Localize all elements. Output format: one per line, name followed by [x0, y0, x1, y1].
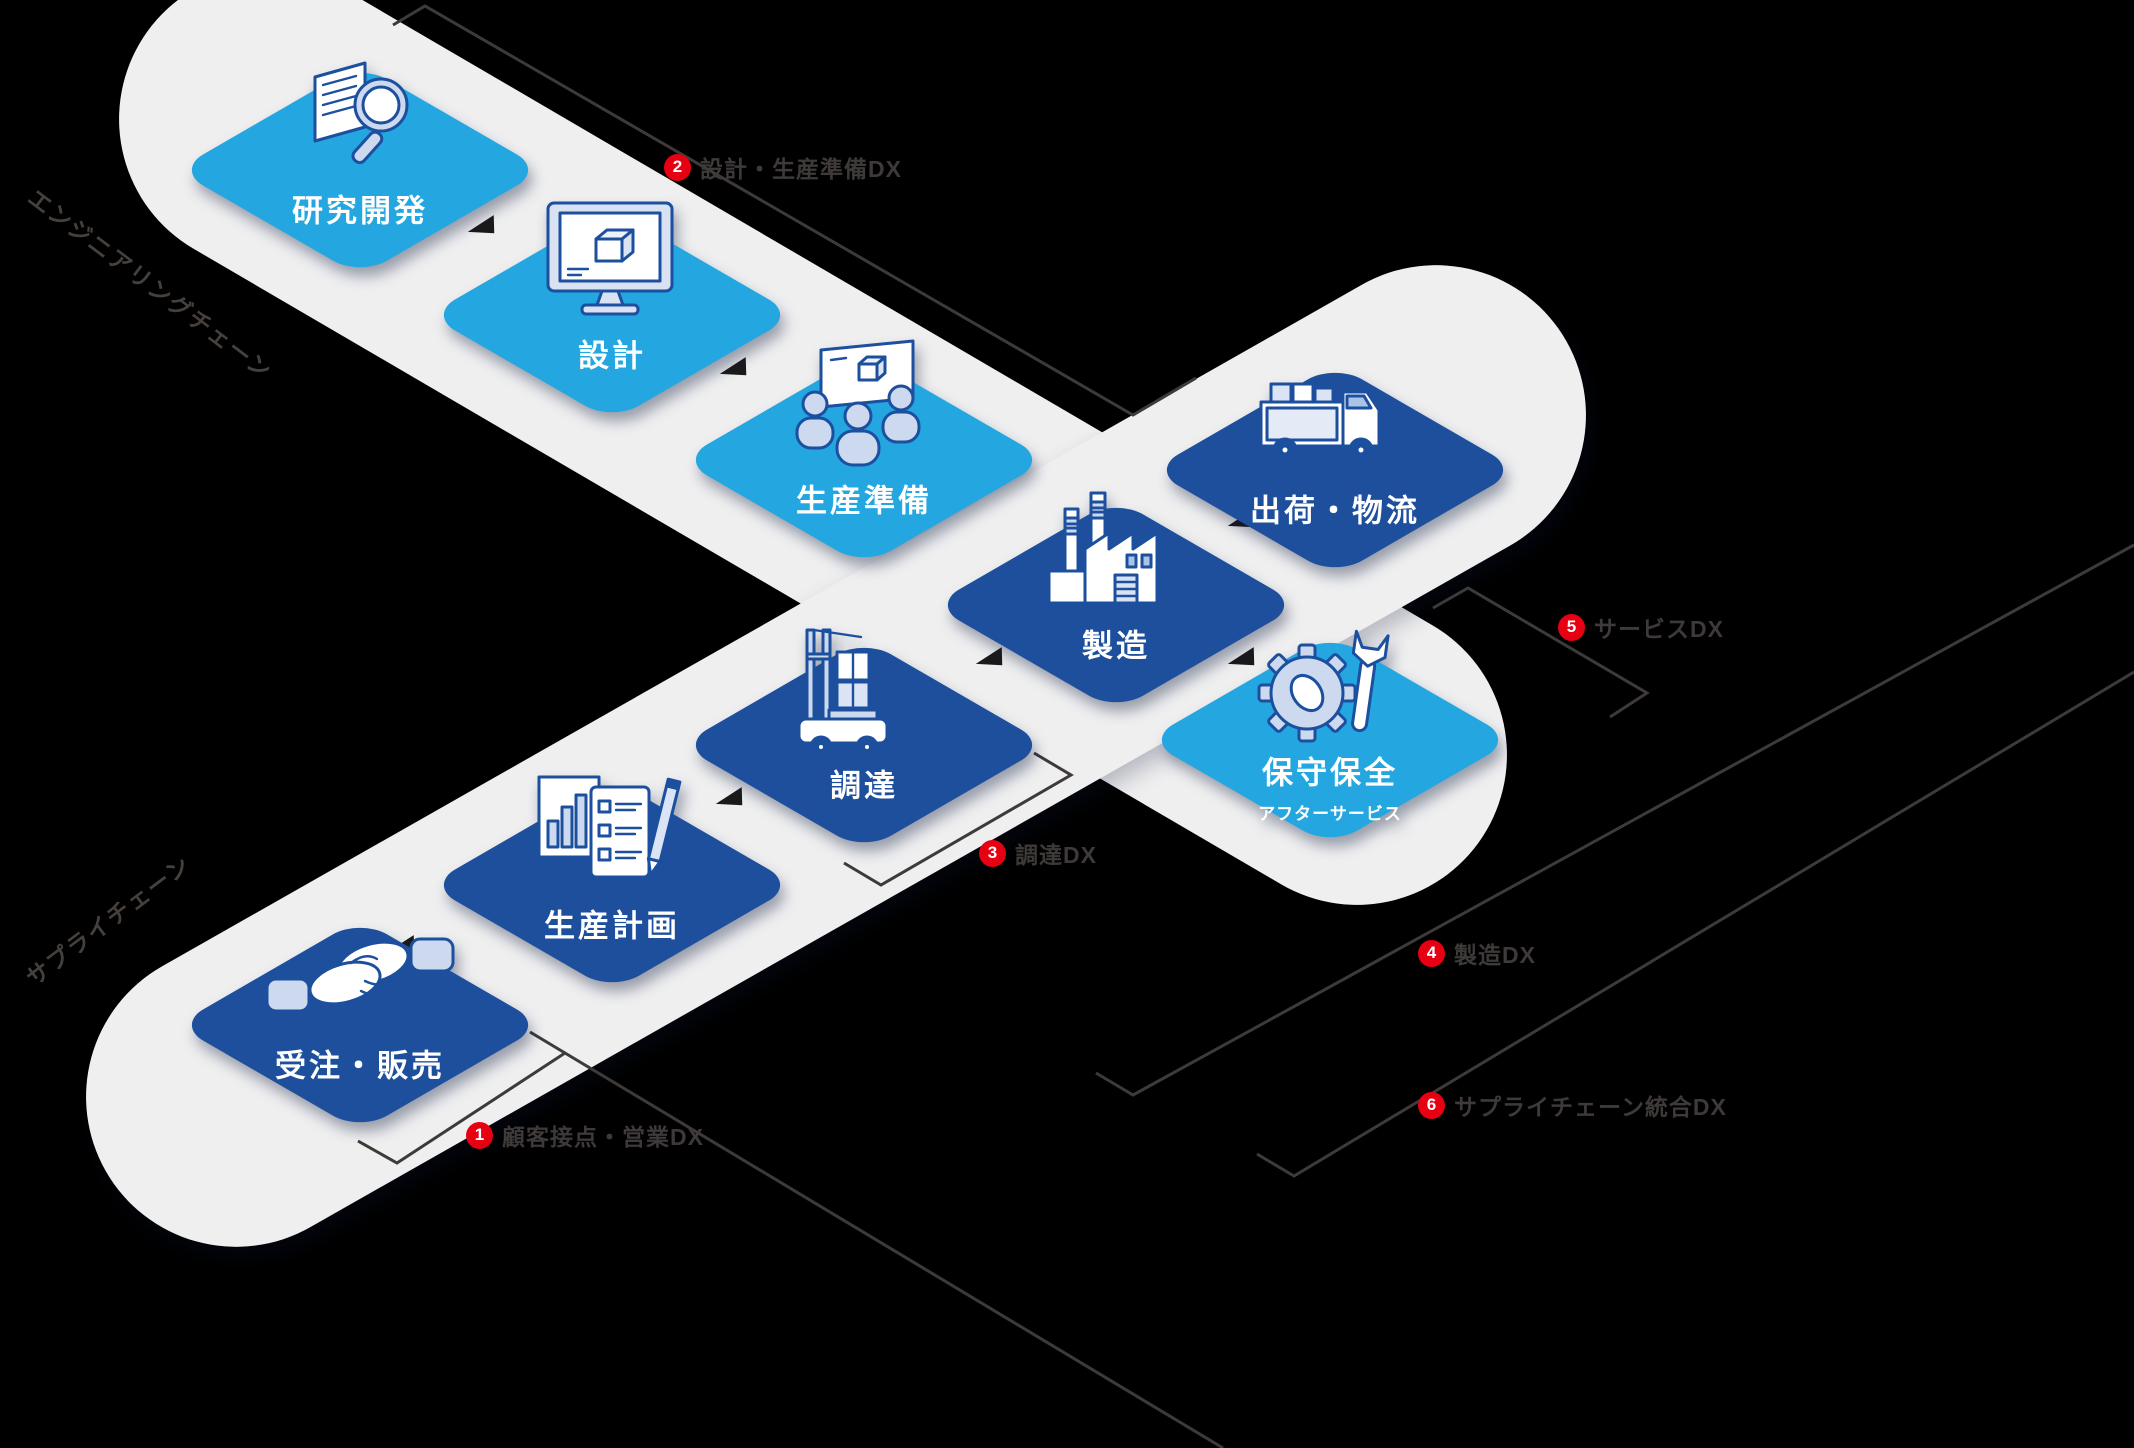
tile-label: 設計	[578, 338, 646, 374]
monitor-cube-icon	[532, 197, 692, 329]
tile-label: 保守保全	[1262, 755, 1398, 791]
dx-label-design-prep: 2 設計・生産準備DX	[664, 150, 902, 184]
dx-label-manufacturing: 4 製造DX	[1418, 936, 1536, 970]
dx-label-text: 設計・生産準備DX	[700, 156, 902, 182]
tile-label: 調達	[830, 768, 898, 804]
dx-label-customer-sales: 1 顧客接点・営業DX	[466, 1118, 704, 1152]
number-badge: 6	[1418, 1091, 1445, 1119]
tile-label: 出荷・物流	[1250, 493, 1420, 529]
dx-label-text: サプライチェーン統合DX	[1454, 1094, 1727, 1120]
handshake-icon	[265, 913, 455, 1033]
number-badge: 5	[1558, 613, 1585, 641]
dx-label-service: 5 サービスDX	[1558, 610, 1724, 644]
gear-wrench-icon	[1245, 613, 1415, 763]
number-badge: 1	[466, 1121, 493, 1149]
tile-label: 生産準備	[796, 483, 932, 519]
truck-boxes-icon	[1245, 348, 1425, 488]
dx-label-text: 製造DX	[1454, 942, 1536, 968]
factory-icon	[1031, 483, 1201, 623]
tile-label: 製造	[1082, 628, 1150, 664]
dx-label-procurement: 3 調達DX	[979, 836, 1097, 870]
dx-label-text: サービスDX	[1594, 616, 1724, 642]
tile-label: 研究開発	[292, 193, 428, 229]
team-board-icon	[779, 338, 949, 478]
dx-label-text: 調達DX	[1015, 842, 1097, 868]
tile-label: 生産計画	[544, 908, 680, 944]
tile-label: 受注・販売	[275, 1048, 445, 1084]
number-badge: 4	[1418, 939, 1445, 967]
number-badge: 2	[664, 153, 691, 181]
bracket-supply-long-arm	[529, 1030, 1224, 1448]
tile-sublabel: アフターサービス	[1258, 804, 1402, 824]
dx-label-text: 顧客接点・営業DX	[502, 1124, 704, 1150]
forklift-icon	[779, 622, 949, 764]
document-magnifier-icon	[285, 53, 435, 183]
dx-label-supplychain-integration: 6 サプライチェーン統合DX	[1418, 1088, 1727, 1122]
number-badge: 3	[979, 839, 1006, 867]
chart-checklist-icon	[527, 763, 697, 903]
